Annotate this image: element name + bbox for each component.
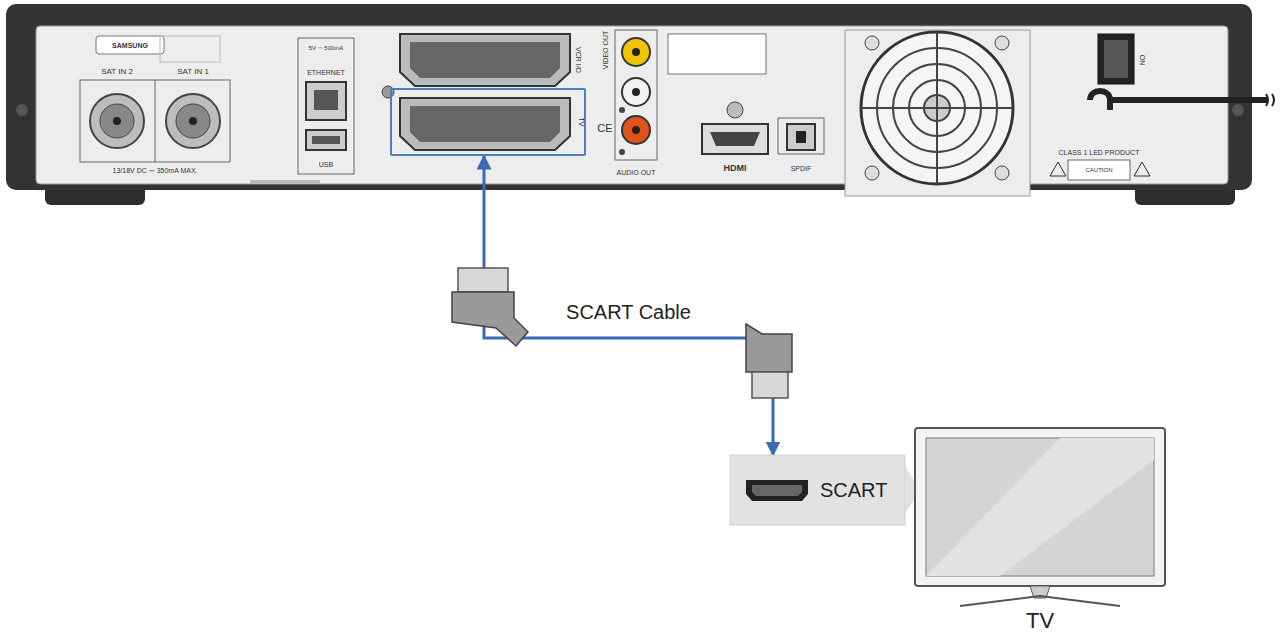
- hdmi-spdif-ports: [702, 102, 824, 154]
- power-switch: [1050, 34, 1274, 180]
- warning-text: CLASS 1 LED PRODUCT: [1059, 149, 1140, 156]
- port-label: SPDIF: [791, 165, 812, 172]
- port-label: TV: [578, 118, 585, 127]
- rating-text: 13/18V DC ⎓ 350mA MAX.: [113, 167, 198, 174]
- switch-label: ON: [1139, 55, 1146, 66]
- scart-port: [382, 34, 570, 150]
- rca-jacks: [615, 30, 657, 160]
- port-label: SAT IN 1: [177, 68, 209, 76]
- connector-name: SCART: [820, 479, 887, 502]
- scart-cable: [484, 156, 773, 455]
- port-label: VCR I/O: [575, 47, 582, 73]
- dolby-notice: [668, 34, 766, 74]
- port-label: HDMI: [724, 164, 747, 173]
- brand-logo: SAMSUNG: [112, 42, 148, 49]
- port-label: ETHERNET: [307, 69, 345, 76]
- tv-set: TV: [915, 428, 1165, 638]
- back-panel: [36, 26, 1228, 184]
- f-connector: [80, 80, 230, 162]
- scart-plug: [452, 268, 528, 346]
- fan: [861, 32, 1013, 184]
- port-label: USB: [319, 161, 333, 168]
- screw: [16, 104, 28, 116]
- certification-mark: CE: [597, 123, 612, 134]
- cable-label: SCART Cable: [566, 302, 691, 322]
- logo-plate: [96, 36, 164, 54]
- scart-plug: [746, 324, 792, 398]
- tv-scart-port: TV: [390, 88, 586, 156]
- device-name: TV: [1026, 608, 1054, 634]
- fan-recess: [845, 30, 1030, 196]
- ethernet-usb-ports: [298, 38, 354, 174]
- port-label: AUDIO OUT: [617, 169, 656, 176]
- tv-set: [915, 428, 1165, 606]
- rating-plate: [160, 36, 220, 62]
- port-label: SAT IN 2: [101, 68, 133, 76]
- scart-port-callout: [730, 455, 920, 525]
- port-label: VIDEO OUT: [602, 31, 609, 70]
- warning-text: CAUTION: [1086, 167, 1113, 173]
- rating-text: 5V ⎓ 500mA: [309, 45, 344, 51]
- slot: [250, 180, 320, 184]
- screw: [1232, 104, 1244, 116]
- housing: [6, 4, 1252, 190]
- scart-port-box: SCART: [730, 455, 905, 525]
